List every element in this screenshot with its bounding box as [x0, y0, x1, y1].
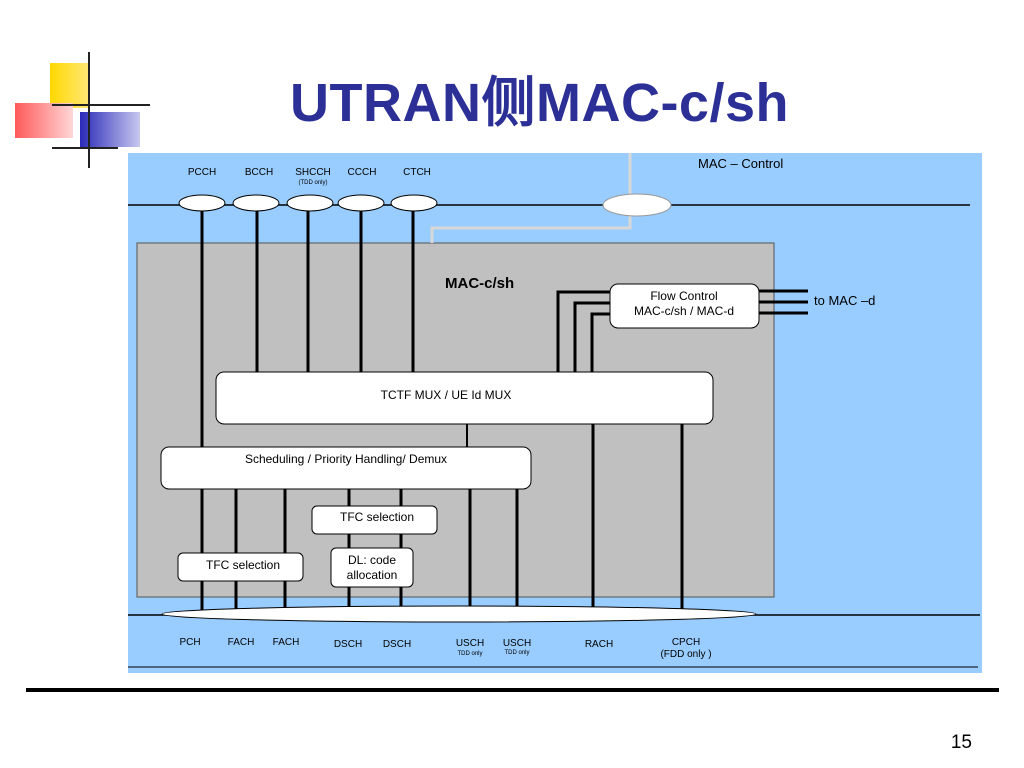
dsch1-label: DSCH	[334, 639, 362, 650]
rach-label: RACH	[585, 639, 613, 650]
footer-rule	[26, 688, 999, 692]
scheduling-box	[160, 446, 532, 490]
scheduling-text: Scheduling / Priority Handling/ Demux	[245, 452, 447, 466]
fc-line-2	[573, 301, 612, 372]
mac-control-path	[430, 205, 632, 243]
mac-control-label: MAC – Control	[698, 156, 783, 171]
usch2-label: USCH	[503, 638, 531, 649]
dl-code-allocation-box	[330, 547, 414, 588]
mac-csh-label: MAC-c/sh	[445, 275, 514, 292]
fc-line-3	[590, 312, 612, 372]
tfc-selection-left-text: TFC selection	[206, 558, 280, 572]
corner-decoration	[0, 0, 160, 180]
to-mac-d-label: to MAC –d	[814, 293, 875, 308]
pcch-sap	[178, 194, 226, 212]
usch2-note: TDD only	[504, 650, 529, 656]
bcch-sap	[232, 194, 280, 212]
tfc-selection-mid-box	[311, 505, 438, 535]
shcch-sap	[286, 194, 334, 212]
pch-label: PCH	[179, 637, 200, 648]
flow-control-text-1: Flow Control	[650, 289, 717, 303]
corner-squares-graphic	[15, 52, 150, 168]
tfc-selection-mid-text: TFC selection	[340, 510, 414, 524]
ccch-sap	[337, 194, 385, 212]
usch1-label: USCH	[456, 638, 484, 649]
shcch-label: SHCCH	[295, 167, 331, 178]
tctf-mux-text: TCTF MUX / UE Id MUX	[381, 388, 512, 402]
ctch-label: CTCH	[403, 167, 431, 178]
fach2-label: FACH	[273, 637, 300, 648]
shcch-note: (TDD only)	[298, 180, 327, 186]
dl-code-text-1: DL: code	[348, 553, 396, 567]
flow-control-box	[609, 283, 760, 329]
pcch-label: PCCH	[188, 167, 216, 178]
bcch-label: BCCH	[245, 167, 273, 178]
ctch-sap	[390, 194, 438, 212]
ccch-label: CCCH	[348, 167, 377, 178]
tfc-selection-left-box	[177, 552, 304, 582]
dsch2-label: DSCH	[383, 639, 411, 650]
transport-sap	[161, 605, 757, 623]
cpch-note: (FDD only )	[660, 649, 711, 660]
dl-code-text-2: allocation	[347, 568, 398, 582]
mac-control-sap	[602, 193, 672, 217]
tctf-mux-box	[215, 371, 714, 425]
fach1-label: FACH	[228, 637, 255, 648]
fc-line-1	[556, 290, 612, 372]
cpch-label: CPCH	[672, 637, 700, 648]
flow-control-text-2: MAC-c/sh / MAC-d	[634, 304, 734, 318]
slide-title: UTRAN侧MAC-c/sh	[290, 73, 789, 133]
usch1-note: TDD only	[457, 651, 482, 657]
page-number: 15	[950, 732, 972, 753]
